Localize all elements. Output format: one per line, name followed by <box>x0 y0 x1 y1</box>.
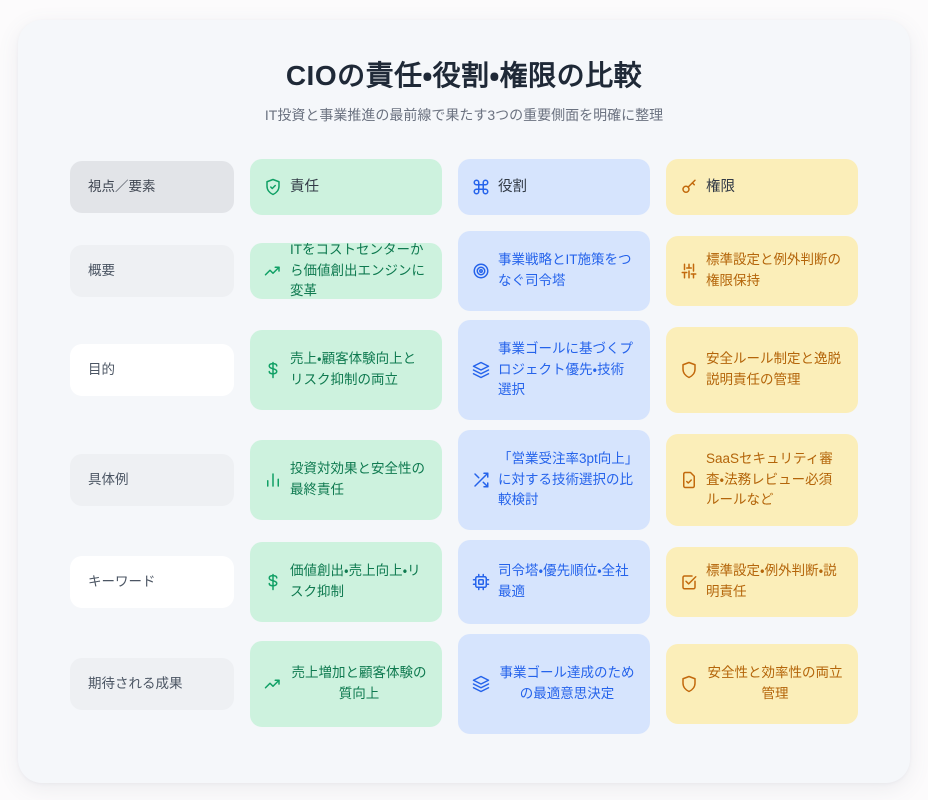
cell-authority-text: 標準設定と例外判断の権限保持 <box>706 252 841 288</box>
dollar-icon <box>264 573 282 591</box>
column-header-label: 視点／要素 <box>70 160 234 213</box>
cell-role-text: 「営業受注率3pt向上」に対する技術選択の比較検討 <box>498 450 633 508</box>
cell-role-text: 司令塔・優先順位・全社最適 <box>498 563 629 599</box>
cell-responsibility-text: 売上・顧客体験向上とリスク抑制の両立 <box>290 351 417 387</box>
cell-role[interactable]: 事業ゴール達成のための最適意思決定 <box>458 633 650 734</box>
column-header-responsibility-label: 責任 <box>290 178 319 195</box>
layers-icon <box>472 675 490 693</box>
cell-authority[interactable]: 安全性と効率性の両立管理 <box>666 643 858 724</box>
table-row: キーワード 価値創出・売上向上・リスク抑制 <box>70 539 858 624</box>
cell-authority-text: SaaSセキュリティ審査・法務レビュー必須ルールなど <box>706 450 833 508</box>
shield-icon <box>680 361 698 379</box>
cell-role-text: 事業ゴールに基づくプロジェクト優先・技術選択 <box>498 340 633 398</box>
cpu-icon <box>472 573 490 591</box>
row-label: 目的 <box>70 343 234 396</box>
table-row: 目的 売上・顧客体験向上とリスク抑制の両立 <box>70 319 858 420</box>
row-label: 期待される成果 <box>70 657 234 710</box>
cell-responsibility[interactable]: 売上・顧客体験向上とリスク抑制の両立 <box>250 329 442 410</box>
row-label: 具体例 <box>70 453 234 506</box>
table-header-row: 視点／要素 責任 役 <box>70 152 858 222</box>
row-label: 概要 <box>70 244 234 297</box>
page-title: CIOの責任・役割・権限の比較 <box>285 60 643 91</box>
check-square-icon <box>680 573 698 591</box>
comparison-table: 視点／要素 責任 役 <box>70 152 858 736</box>
cell-responsibility[interactable]: 投資対効果と安全性の最終責任 <box>250 439 442 520</box>
cell-role-text: 事業ゴール達成のための最適意思決定 <box>499 665 635 701</box>
comparison-card: CIOの責任・役割・権限の比較 IT投資と事業推進の最前線で果たす3つの重要側面… <box>18 20 910 783</box>
cell-responsibility-text: ITをコストセンターから価値創出エンジンに変革 <box>290 242 425 299</box>
cell-role[interactable]: 司令塔・優先順位・全社最適 <box>458 539 650 624</box>
key-icon <box>680 178 698 196</box>
cell-authority[interactable]: 標準設定と例外判断の権限保持 <box>666 235 858 306</box>
shield-check-icon <box>264 178 282 196</box>
cell-authority-text: 標準設定・例外判断・説明責任 <box>706 563 837 599</box>
trending-up-icon <box>264 675 282 693</box>
shuffle-icon <box>472 471 490 489</box>
cell-authority[interactable]: 安全ルール制定と逸脱説明責任の管理 <box>666 326 858 413</box>
cell-responsibility[interactable]: ITをコストセンターから価値創出エンジンに変革 <box>250 242 442 299</box>
cell-authority-text: 安全ルール制定と逸脱説明責任の管理 <box>706 351 841 387</box>
cell-responsibility[interactable]: 価値創出・売上向上・リスク抑制 <box>250 541 442 622</box>
table-row: 概要 ITをコストセンターから価値創出エンジンに変革 <box>70 230 858 312</box>
shield-icon <box>680 675 698 693</box>
page-subtitle: IT投資と事業推進の最前線で果たす3つの重要側面を明確に整理 <box>264 107 664 124</box>
column-header-role[interactable]: 役割 <box>458 158 650 215</box>
column-header-authority[interactable]: 権限 <box>666 158 858 215</box>
cell-role-text: 事業戦略とIT施策をつなぐ司令塔 <box>498 252 632 288</box>
layers-icon <box>472 361 490 379</box>
sliders-icon <box>680 262 698 280</box>
table-row: 具体例 投資対効果と安全性の最終責任 「営業受注率 <box>70 428 858 532</box>
cell-role[interactable]: 事業ゴールに基づくプロジェクト優先・技術選択 <box>458 319 650 420</box>
file-check-icon <box>680 471 698 489</box>
row-label: キーワード <box>70 555 234 608</box>
column-header-role-label: 役割 <box>498 178 527 195</box>
column-header-responsibility[interactable]: 責任 <box>250 158 442 215</box>
target-icon <box>472 262 490 280</box>
column-header-authority-label: 権限 <box>706 178 735 195</box>
cell-responsibility-text: 価値創出・売上向上・リスク抑制 <box>290 563 421 599</box>
cell-authority[interactable]: SaaSセキュリティ審査・法務レビュー必須ルールなど <box>666 433 858 526</box>
cell-responsibility-text: 売上増加と顧客体験の質向上 <box>291 665 427 701</box>
cell-responsibility[interactable]: 売上増加と顧客体験の質向上 <box>250 640 442 727</box>
command-icon <box>472 178 490 196</box>
header-block: CIOの責任・役割・権限の比較 IT投資と事業推進の最前線で果たす3つの重要側面… <box>18 20 910 126</box>
dollar-icon <box>264 361 282 379</box>
cell-authority-text: 安全性と効率性の両立管理 <box>707 665 843 701</box>
bar-chart-icon <box>264 471 282 489</box>
cell-role[interactable]: 「営業受注率3pt向上」に対する技術選択の比較検討 <box>458 429 650 530</box>
cell-authority[interactable]: 標準設定・例外判断・説明責任 <box>666 546 858 617</box>
cell-role[interactable]: 事業戦略とIT施策をつなぐ司令塔 <box>458 230 650 311</box>
cell-responsibility-text: 投資対効果と安全性の最終責任 <box>290 461 425 497</box>
table-row: 期待される成果 売上増加と顧客体験の質向上 事業ゴ <box>70 632 858 736</box>
trending-up-icon <box>264 262 282 280</box>
